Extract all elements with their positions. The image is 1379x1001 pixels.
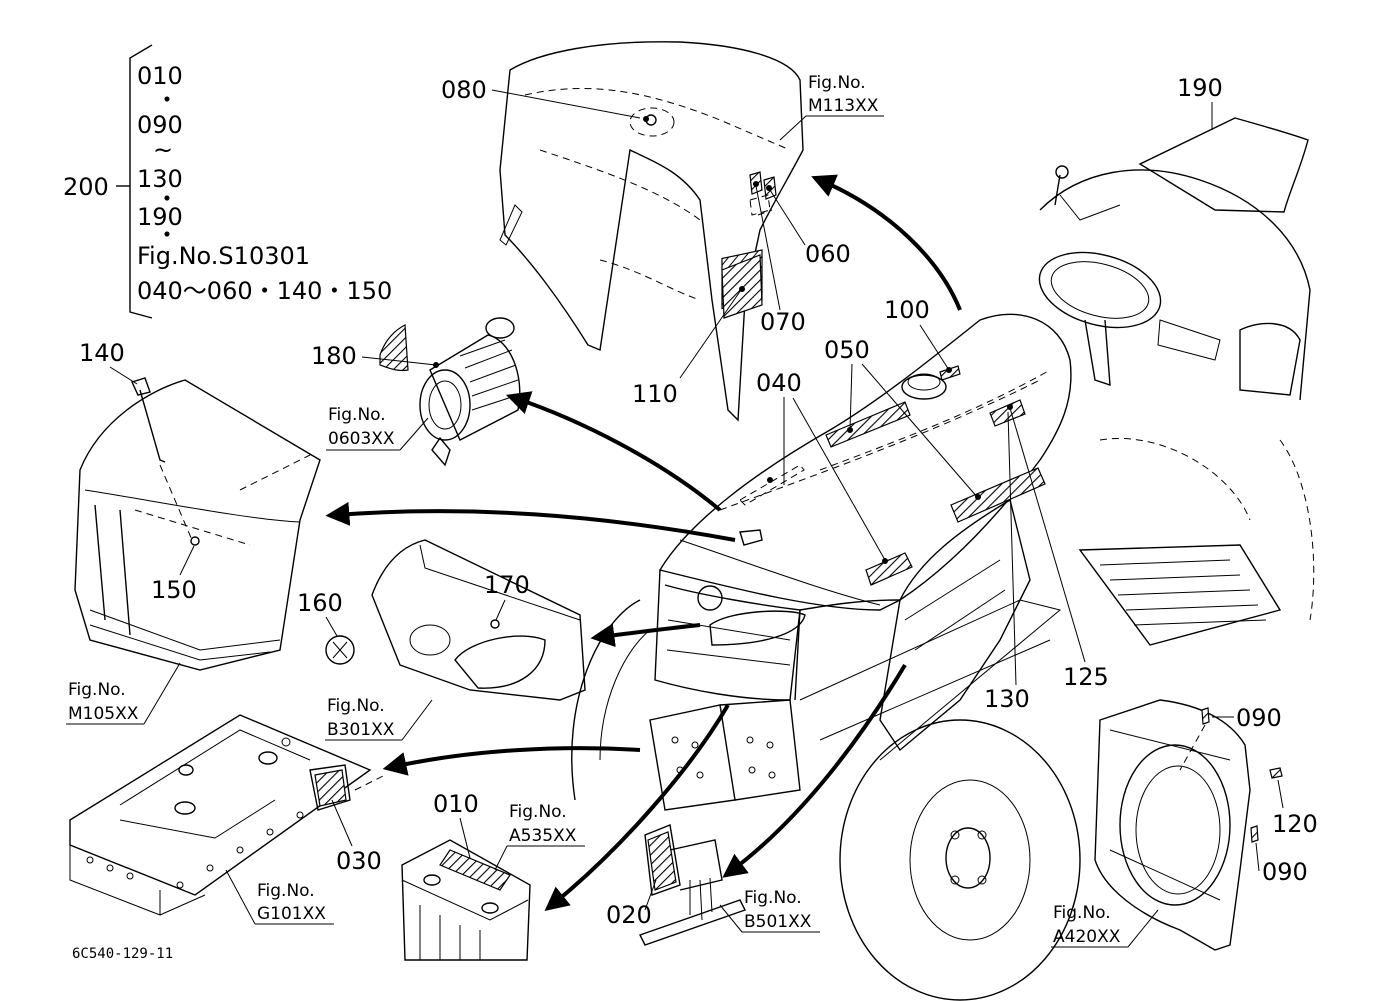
- fig-code-m105: M105XX: [68, 704, 139, 724]
- fuse-box-drawing: [639, 824, 746, 946]
- callout-150: 150: [151, 545, 197, 604]
- arrows: [325, 174, 962, 912]
- callout-010: 010: [433, 790, 479, 859]
- fig-label-g101: Fig.No.: [257, 881, 315, 901]
- fig-ref-g101: Fig.No. G101XX: [225, 869, 334, 925]
- fig-label-a420: Fig.No.: [1053, 903, 1111, 923]
- fig-label-m105: Fig.No.: [68, 680, 126, 700]
- part-label-070: 070: [760, 308, 806, 336]
- part-label-060: 060: [805, 240, 851, 268]
- legend-item-130: 130: [137, 165, 183, 193]
- callout-060: 060: [766, 185, 851, 268]
- callout-170: 170: [484, 571, 530, 621]
- battery-drawing: [401, 839, 531, 961]
- legend-sep-1: ・: [155, 86, 179, 114]
- air-cleaner-drawing: [379, 317, 521, 467]
- part-label-090-bottom: 090: [1262, 858, 1308, 886]
- part-label-125: 125: [1063, 663, 1109, 691]
- legend-item-090: 090: [137, 111, 183, 139]
- part-label-130: 130: [984, 685, 1030, 713]
- front-grille-drawing: [325, 539, 586, 701]
- callout-120: 120: [1272, 779, 1318, 838]
- callout-090-top: 090: [1212, 704, 1282, 732]
- fig-code-g101: G101XX: [257, 904, 326, 924]
- part-label-100: 100: [884, 296, 930, 324]
- fan-shroud-drawing: [1094, 699, 1283, 951]
- floor-mat-190: 190: [1138, 74, 1309, 213]
- legend-sep-3: ・: [155, 185, 179, 213]
- hood-side-panel-drawing: [499, 41, 804, 422]
- fig-ref-m113: Fig.No. M113XX: [779, 73, 884, 141]
- part-label-160: 160: [297, 589, 343, 617]
- fig-ref-m105: Fig.No. M105XX: [66, 662, 181, 725]
- drawing-id: 6C540-129-11: [72, 946, 173, 962]
- callout-110: 110: [632, 286, 745, 408]
- fig-code-b501: B501XX: [744, 912, 812, 932]
- callout-050: 050: [824, 336, 981, 500]
- fig-code-a535: A535XX: [509, 826, 577, 846]
- part-label-140: 140: [79, 339, 125, 367]
- fig-label-b301: Fig.No.: [327, 696, 385, 716]
- fig-ref-b301: Fig.No. B301XX: [325, 696, 433, 741]
- callout-070: 070: [753, 181, 806, 336]
- fig-label-m113: Fig.No.: [808, 73, 866, 93]
- callout-090-bottom: 090: [1255, 842, 1308, 886]
- decal-set-legend: 200 010 ・ 090 ~ 130 ・ 190 ・ Fig.No.S1030…: [63, 44, 392, 319]
- fig-code-0603: 0603XX: [328, 429, 395, 449]
- legend-ref-200: 200: [63, 173, 109, 201]
- callout-140: 140: [79, 339, 138, 385]
- part-label-110: 110: [632, 380, 678, 408]
- fig-label-0603: Fig.No.: [328, 405, 386, 425]
- fig-ref-0603: Fig.No. 0603XX: [326, 405, 429, 451]
- part-label-050: 050: [824, 336, 870, 364]
- callout-030: 030: [331, 799, 382, 875]
- legend-item-190: 190: [137, 203, 183, 231]
- fig-label-a535: Fig.No.: [509, 802, 567, 822]
- legend-sep-4: ・: [155, 221, 179, 249]
- callout-125: 125: [1007, 404, 1109, 691]
- fig-ref-b501: Fig.No. B501XX: [719, 888, 820, 933]
- callout-160: 160: [297, 589, 343, 637]
- fig-ref-a420: Fig.No. A420XX: [1051, 903, 1159, 948]
- fig-code-m113: M113XX: [808, 96, 879, 116]
- callout-180: 180: [311, 342, 439, 370]
- part-label-150: 150: [151, 576, 197, 604]
- part-label-170: 170: [484, 571, 530, 599]
- part-label-120: 120: [1272, 810, 1318, 838]
- tractor-body-drawing: [571, 165, 1315, 1001]
- part-label-030: 030: [336, 847, 382, 875]
- fig-ref-a535: Fig.No. A535XX: [494, 802, 585, 871]
- front-frame-drawing: [69, 714, 386, 916]
- callout-080: 080: [441, 76, 649, 122]
- legend-item-fig-s10301: Fig.No.S10301: [137, 242, 310, 270]
- legend-item-040-150: 040〜060・140・150: [137, 277, 392, 305]
- part-label-040: 040: [756, 369, 802, 397]
- part-label-190: 190: [1177, 74, 1223, 102]
- callout-040: 040: [756, 369, 888, 564]
- part-label-020: 020: [606, 901, 652, 929]
- part-label-080: 080: [441, 76, 487, 104]
- front-hood-drawing: [74, 377, 321, 671]
- part-label-090-top: 090: [1236, 704, 1282, 732]
- fig-label-b501: Fig.No.: [744, 888, 802, 908]
- part-label-010: 010: [433, 790, 479, 818]
- fig-code-b301: B301XX: [327, 720, 395, 740]
- part-label-180: 180: [311, 342, 357, 370]
- callout-130: 130: [984, 411, 1030, 713]
- legend-item-010: 010: [137, 62, 183, 90]
- callout-100: 100: [884, 296, 952, 373]
- callout-020: 020: [606, 879, 657, 929]
- fig-code-a420: A420XX: [1053, 927, 1121, 947]
- legend-sep-2: ~: [153, 136, 173, 164]
